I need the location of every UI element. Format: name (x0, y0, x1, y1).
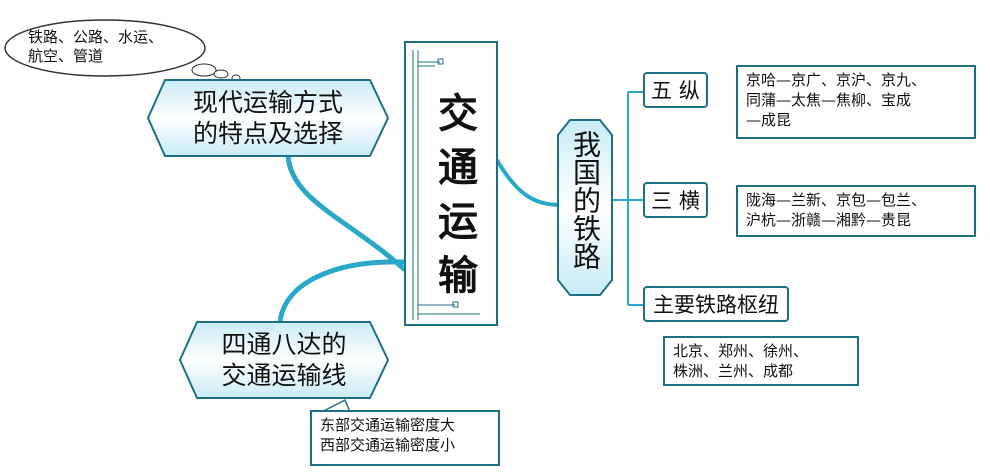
thought-cloud: 铁路、公路、水运、 航空、管道 (28, 28, 163, 66)
thought-bubble (213, 69, 229, 79)
railway-title: 我国的铁路 (569, 130, 602, 270)
density-text: 西部交通运输密度小 (320, 436, 456, 454)
node-transport-lines[interactable]: 四通八达的交通运输线 (180, 322, 388, 398)
branch-five-vertical[interactable]: 五 纵 (643, 72, 708, 108)
hubs-box: 北京、郑州、徐州、 株洲、兰州、成都 (663, 336, 859, 386)
connector-left-bottom (277, 259, 406, 323)
rail-line-text: 京哈—京广、京沪、京九、 (746, 71, 927, 89)
hub-text: 株洲、兰州、成都 (673, 362, 794, 380)
scroll-frame (404, 41, 498, 326)
cloud-text: 航空、管道 (28, 47, 104, 65)
node-text: 现代运输方式 (192, 88, 343, 117)
node-transport-modes[interactable]: 现代运输方式的特点及选择 (148, 80, 388, 156)
cloud-text: 铁路、公路、水运、 (28, 28, 164, 46)
connector-branches (608, 91, 643, 306)
thought-bubble (191, 63, 217, 77)
connector-right (495, 159, 563, 207)
center-title: 交通运输 (431, 92, 478, 308)
hex-node-1-shape (146, 79, 390, 157)
node-text: 四通八达的 (221, 330, 347, 359)
branch-three-horizontal[interactable]: 三 横 (643, 182, 708, 218)
branch-hubs[interactable]: 主要铁路枢纽 (643, 286, 789, 322)
thought-cloud-shape (4, 19, 206, 77)
five-vertical-box: 京哈—京广、京沪、京九、 同蒲—太焦—焦柳、宝成 —成昆 (736, 65, 976, 139)
density-text: 东部交通运输密度大 (320, 416, 456, 434)
three-horizontal-box: 陇海—兰新、京包—包兰、 沪杭—浙赣—湘黔—贵昆 (736, 185, 976, 237)
rail-line-text: 陇海—兰新、京包—包兰、 (746, 191, 927, 209)
rail-line-text: —成昆 (746, 111, 792, 129)
node-text: 的特点及选择 (192, 119, 343, 148)
rail-line-text: 同蒲—太焦—焦柳、宝成 (746, 91, 912, 109)
node-text: 交通运输线 (221, 361, 347, 390)
connector-left-top (285, 154, 407, 272)
rail-line-text: 沪杭—浙赣—湘黔—贵昆 (746, 211, 912, 229)
density-box: 东部交通运输密度大 西部交通运输密度小 (310, 410, 500, 466)
hex-node-2-shape (178, 321, 390, 399)
hub-text: 北京、郑州、徐州、 (673, 342, 809, 360)
railway-node-shape (557, 119, 613, 296)
